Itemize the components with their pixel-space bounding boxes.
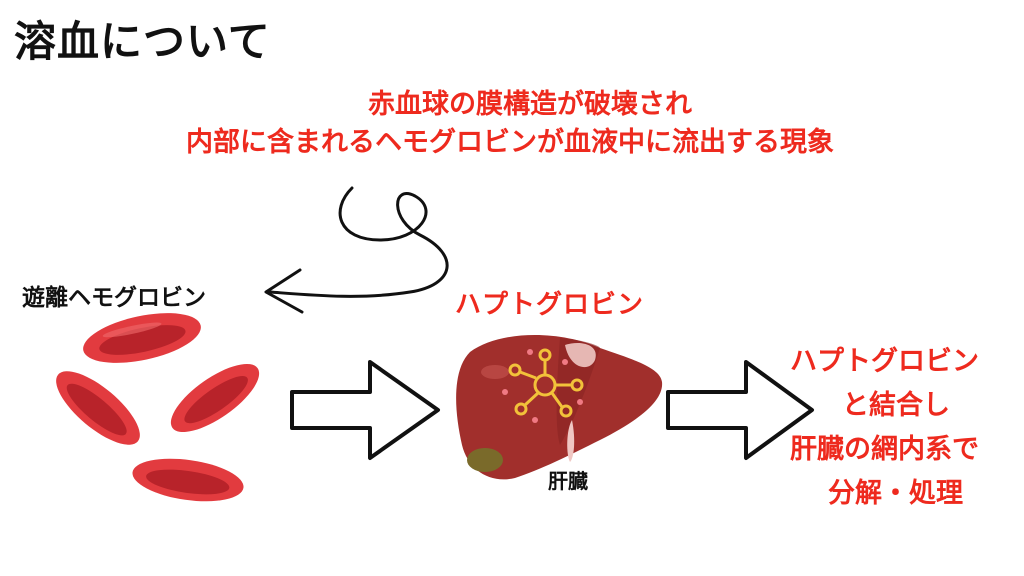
arrow-right-2 xyxy=(666,360,814,460)
rbc-cell-1 xyxy=(83,313,201,363)
haptoglobin-label: ハプトグロビン xyxy=(455,290,645,320)
definition-line-2: 内部に含まれるヘモグロビンが血液中に流出する現象 xyxy=(186,127,834,158)
rbc-cell-3 xyxy=(170,363,260,433)
result-line-4: 分解・処理 xyxy=(828,478,963,509)
liver-label: 肝臓 xyxy=(548,469,588,493)
result-line-2: と結合し xyxy=(842,390,950,421)
result-text: ハプトグロビン と結合し 肝臓の網内系で 分解・処理 xyxy=(790,340,1020,516)
curly-arrow-head xyxy=(264,268,304,314)
rbc-cell-2 xyxy=(56,371,140,445)
result-line-3: 肝臓の網内系で xyxy=(790,434,979,465)
network-icon xyxy=(508,348,584,418)
liver-icon xyxy=(456,334,663,480)
page-title: 溶血について xyxy=(14,17,271,66)
free-hemoglobin-label: 遊離ヘモグロビン xyxy=(22,285,206,311)
curly-arrow xyxy=(268,186,449,298)
arrow-right-1 xyxy=(290,360,440,460)
result-line-1: ハプトグロビン xyxy=(790,346,979,377)
red-blood-cells xyxy=(56,313,260,502)
rbc-cell-4 xyxy=(132,458,244,502)
definition-line-1: 赤血球の膜構造が破壊され xyxy=(368,89,692,120)
